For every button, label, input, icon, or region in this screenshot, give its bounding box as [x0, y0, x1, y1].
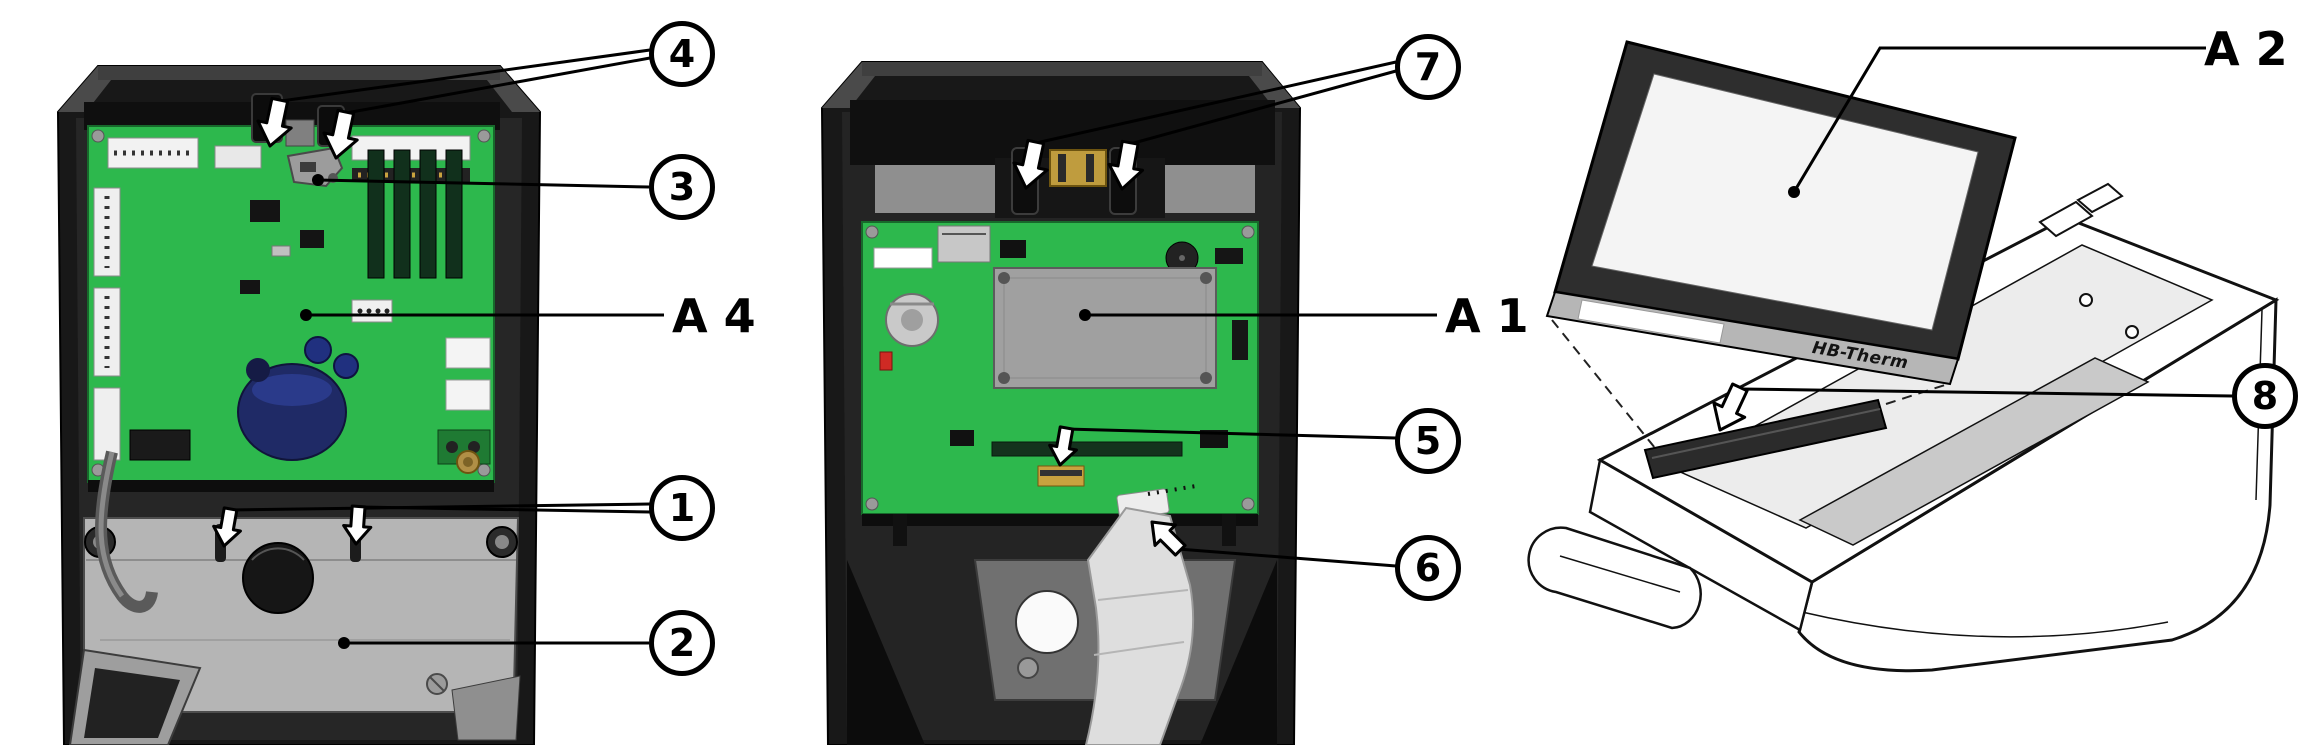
callout-4: 4: [649, 21, 715, 87]
card-slot: [937, 225, 991, 263]
display-screen: [1591, 73, 1979, 331]
callout-a2: A 2: [2204, 22, 2288, 76]
pump-cylinder: [237, 358, 347, 461]
left-main-board: [87, 125, 495, 492]
plate-hole: [1015, 590, 1079, 654]
callout-a1: A 1: [1445, 289, 1529, 343]
callout-dots: [300, 174, 1800, 649]
callout-7: 7: [1395, 34, 1461, 100]
mounting-arm: [1527, 526, 1702, 630]
callout-6: 6: [1395, 535, 1461, 601]
console-base: [1527, 182, 2280, 673]
display-panel: [1545, 40, 2017, 386]
label-sticker: [873, 247, 933, 269]
insertion-guide-line: [1551, 319, 1656, 449]
display-sticker: [1577, 299, 1725, 344]
callout-8: 8: [2232, 363, 2298, 429]
ribbon-cable: [1084, 484, 1197, 745]
display-mount-slot: [1643, 398, 1888, 480]
callout-2: 2: [649, 610, 715, 676]
coin-battery: [885, 293, 939, 347]
middle-unit-illustration: [820, 61, 1302, 745]
controller-module: [993, 267, 1217, 389]
plate-hole: [242, 542, 314, 614]
leader-lines: [229, 46, 2234, 645]
display-removal-illustration: [1527, 40, 2280, 673]
relay: [445, 379, 491, 411]
relay: [445, 337, 491, 369]
led: [879, 351, 893, 371]
middle-main-board: [861, 221, 1259, 526]
hinge-bracket: [2038, 200, 2094, 238]
callout-1: 1: [649, 475, 715, 541]
callout-5: 5: [1395, 408, 1461, 474]
left-unit-illustration: [56, 65, 542, 745]
callout-3: 3: [649, 154, 715, 220]
callout-a4: A 4: [672, 289, 756, 343]
